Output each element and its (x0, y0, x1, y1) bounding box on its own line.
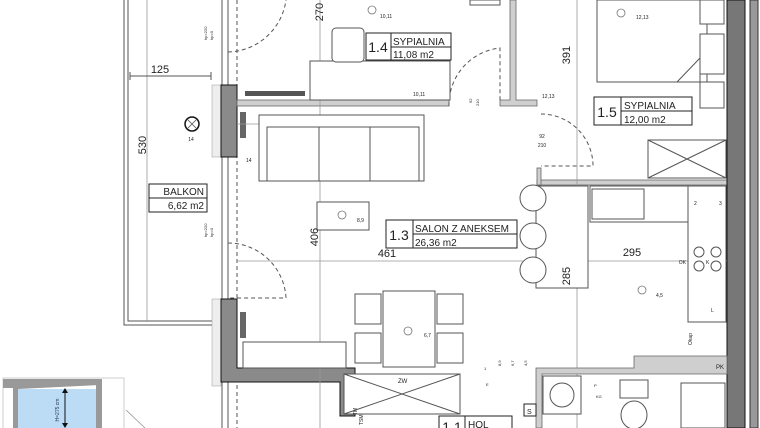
socket-label: 2 (694, 201, 697, 207)
svg-text:SALON Z ANEKSEM: SALON Z ANEKSEM (415, 224, 509, 235)
window-height-label: hp=220 (203, 223, 208, 237)
tm-label: TM (353, 408, 359, 415)
label-14: 14 (188, 137, 194, 143)
socket-label: L (711, 308, 714, 314)
window-sill-label: hp=0 (209, 30, 214, 40)
bathtub (680, 382, 726, 428)
coffee-table (316, 201, 370, 231)
switch-label: 8,9 (497, 360, 502, 366)
switch-label: 10,11 (413, 92, 425, 98)
svg-text:1.5: 1.5 (597, 104, 617, 120)
svg-text:26,36 m2: 26,36 m2 (415, 238, 457, 249)
bed (596, 0, 708, 83)
insulation (211, 84, 222, 158)
dining-table (382, 290, 436, 368)
zw-label: ZW (398, 379, 408, 385)
svg-text:SYPIALNIA: SYPIALNIA (393, 37, 445, 48)
door-width: 92 (468, 98, 473, 103)
svg-text:SYPIALNIA: SYPIALNIA (624, 101, 676, 112)
room-label-1-4: 1.4 SYPIALNIA 11,08 m2 (365, 32, 452, 61)
door-height: 210 (538, 143, 547, 149)
lamp-label: 4,5 (656, 293, 663, 299)
window-height-label: hp=220 (203, 26, 208, 40)
oven-label: OK (679, 260, 687, 266)
dim-125: 125 (151, 64, 169, 76)
wardrobe-zw (343, 373, 461, 415)
sofa (258, 114, 425, 182)
switch-label: 1 (484, 366, 487, 371)
s-label: S (527, 409, 532, 416)
tv-cabinet (242, 341, 347, 369)
svg-text:1.3: 1.3 (389, 227, 409, 243)
desk (309, 60, 451, 101)
switch-label: 4,5 (523, 360, 528, 366)
wall-l (220, 298, 356, 417)
svg-text:1.4: 1.4 (368, 39, 388, 55)
cooktop-icon (693, 246, 722, 272)
dim-391: 391 (561, 46, 573, 64)
dim-270: 270 (314, 3, 326, 21)
dim-295: 295 (623, 247, 641, 259)
dim-530: 530 (137, 136, 149, 154)
lamp-label: 12,13 (636, 15, 649, 21)
sink (591, 188, 645, 220)
lamp-label: 6,7 (424, 333, 431, 339)
wall-bedroom-1-5 (499, 0, 538, 107)
switch-label: 6,7 (510, 360, 515, 366)
p-label: P (594, 383, 597, 388)
toilet (620, 400, 648, 428)
balcony (123, 0, 212, 326)
svg-text:HOL: HOL (468, 420, 489, 428)
lamp-icon (337, 5, 647, 336)
balcony-area: 6,62 m2 (168, 201, 205, 212)
wall-pier (220, 84, 238, 158)
pk-label: PK (716, 365, 724, 371)
dim-406: 406 (309, 228, 321, 246)
label-14b: 14 (246, 158, 252, 164)
svg-text:1.1: 1.1 (442, 419, 462, 428)
svg-text:11,08 m2: 11,08 m2 (393, 50, 434, 61)
chair (331, 27, 365, 63)
door-width: 92 (539, 134, 545, 140)
tsm-label: TSM (359, 414, 365, 425)
room-label-1-3: 1.3 SALON Z ANEKSEM 26,36 m2 (385, 219, 518, 249)
room-label-1-1: 1.1 HOL (438, 415, 513, 428)
balcony-name: BALKON (163, 187, 204, 198)
balcony-label (148, 183, 208, 213)
dim-285: 285 (561, 267, 573, 285)
switch-label: E (486, 382, 489, 387)
balcony-lamp-icon (184, 116, 200, 132)
hood-label: Okap (688, 333, 694, 345)
door-height: 210 (475, 99, 480, 106)
svg-text:12,00 m2: 12,00 m2 (624, 115, 666, 126)
section-thumbnail: H=275 cm (2, 377, 125, 428)
cooktop-label: K (706, 260, 710, 266)
switch-label: 12,13 (542, 94, 555, 100)
dim-461: 461 (378, 248, 396, 260)
wall-bedroom-1-4 (236, 99, 450, 107)
room-label-1-5: 1.5 SYPIALNIA 12,00 m2 (593, 96, 693, 126)
kg-label: KG (596, 394, 602, 399)
wardrobe (647, 139, 727, 179)
wall-kitchen (536, 179, 728, 186)
wall-bathroom (535, 355, 728, 428)
lamp-label: 8,9 (357, 218, 364, 224)
lamp-label: 10,11 (380, 14, 392, 20)
svg-text:H=275 cm: H=275 cm (55, 399, 61, 422)
socket-label: 3 (719, 201, 722, 207)
exterior-wall (726, 0, 746, 428)
washing-machine (542, 375, 582, 415)
window-sill-label: hp=0 (209, 227, 214, 237)
